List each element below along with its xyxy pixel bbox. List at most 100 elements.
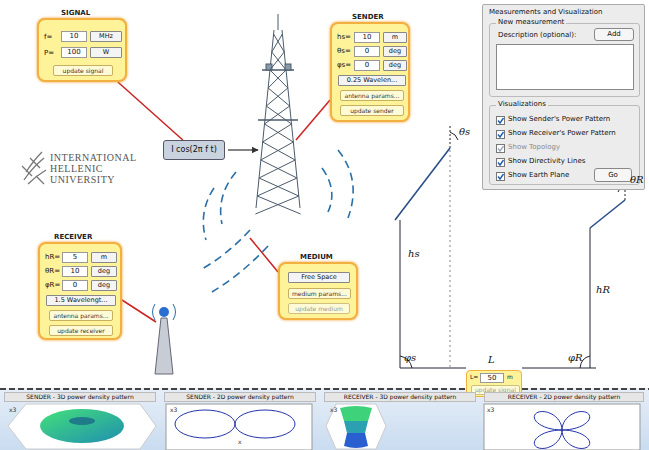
pattern-lobe [344,421,368,435]
group-box: New measurementDescription (optional):Ad… [489,23,640,97]
field-text: update receiver [57,327,104,334]
antenna-tip [159,307,169,317]
pattern-lobe [235,410,295,438]
tower-brace [268,70,286,88]
panel-button: update signal [53,65,113,76]
view-header: RECEIVER - 2D power density pattern [484,392,644,402]
receiver-leader [122,300,156,322]
checkbox [496,172,505,181]
field-label: φR= [45,281,60,289]
antenna-body [155,318,173,374]
transmitter-tower [255,14,300,214]
rose-curve [534,412,589,449]
torus-pattern [40,409,124,443]
wave-arc [212,246,268,292]
axis-label: x3 [9,406,16,413]
field-text: 10 [71,267,80,275]
panel-heading: SENDER [352,13,384,21]
tower-brace [263,142,295,160]
tower-brace [261,142,293,160]
field-text: RECEIVER - 2D power density pattern [508,393,621,400]
checkbox [496,144,505,153]
axis-label: x3 [170,406,177,413]
field-text: SENDER - 3D power density pattern [26,393,133,400]
signal-source: I cos(2π f t) [163,140,225,160]
sender-3d-panel [8,404,156,449]
input-field: 0 [62,280,88,291]
field-text: RECEIVER - 3D power density pattern [344,393,457,400]
checkbox-frame [497,117,505,125]
check-mark [498,146,504,151]
option-label: Description (optional): [498,31,576,39]
dropdown: 1.5 Wavelengt... [46,295,116,306]
medium-leader [250,238,278,272]
dropdown: m [383,32,407,43]
field-text: deg [98,267,110,275]
field-text: update signal [63,67,104,74]
group-box: VisualizationsShow Sender's Power Patter… [489,105,640,185]
option-label: Show Earth Plane [508,171,569,179]
check-mark [498,174,504,179]
field-text: m [392,33,398,41]
logo-emblem [22,152,46,184]
geometry-label: θR [630,174,644,185]
field-text: update sender [350,107,394,114]
input-field: 0 [354,46,380,57]
field-text: 10 [70,32,79,40]
tower-brace [272,34,283,52]
view-header: RECEIVER - 3D power density pattern [324,392,476,402]
window-button: Add [594,28,634,41]
logo-stroke [22,158,44,184]
tower-brace [272,52,286,70]
description-field [496,44,634,90]
control-panel: MEDIUMFree Spacemedium params...update m… [278,262,358,320]
panel-heading: SIGNAL [61,9,90,17]
tower-brace [268,88,290,106]
geometry-label: hs [408,248,420,259]
theta-arc [450,132,458,140]
geometry-label: L [488,354,495,365]
input-field: 0 [354,60,380,71]
input-field: 10 [62,266,88,277]
geometry-label: hR [596,284,610,295]
dropdown: m [91,252,117,263]
field-text: deg [389,61,401,69]
tower-brace [270,52,284,70]
receiver-2d-panel [484,404,640,450]
tower-brace [266,88,288,106]
field-text: 10 [363,33,372,41]
dropdown: W [90,47,122,58]
geometry-label: φR [568,352,583,363]
rose-pattern [534,412,589,449]
signal-arrow [228,149,258,150]
receiver-antenna [153,304,176,374]
signal-connector [118,82,183,140]
field-text: I cos(2π f t) [171,145,217,154]
field-label: θR= [45,267,60,275]
pattern-lobe [340,406,372,423]
figure-eight-pattern [175,410,295,438]
panel-button: update sender [340,105,404,116]
panel-button: medium params... [288,288,351,299]
field-text: update medium [295,305,343,312]
tower-brace [264,106,289,124]
tower-brace [263,124,292,142]
logo-text: INTERNATIONAL [50,152,137,163]
sender-height-line [400,220,401,368]
control-panel: SIGNALf=P=10MHz100Wupdate signal [37,18,127,82]
sender-leader [296,100,330,140]
field-label: f= [44,33,52,41]
tower-brace [257,196,300,214]
dropdown: deg [383,60,407,71]
dropdown: deg [91,266,117,277]
field-text: 0.25 Wavelen... [347,76,398,84]
field-text: medium params... [292,290,347,297]
field-text: 0 [365,47,369,55]
check-mark [498,132,504,137]
field-text: Free Space [301,273,337,281]
input-field: 10 [61,31,87,42]
input-field: 10 [354,32,380,43]
panel-heading: RECEIVER [54,233,92,241]
dropdown: 0.25 Wavelen... [338,75,406,86]
wave-arc [322,168,332,212]
